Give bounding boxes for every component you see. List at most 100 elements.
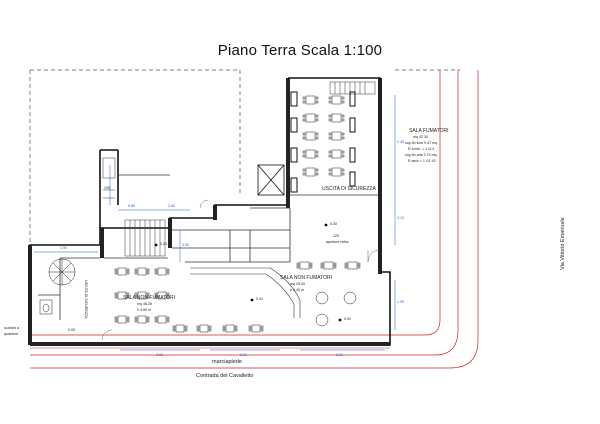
dim-3: 2.60 xyxy=(168,204,175,208)
chair xyxy=(172,328,176,332)
table xyxy=(175,324,185,333)
chair xyxy=(114,295,118,299)
chair xyxy=(302,118,306,122)
table xyxy=(157,315,167,324)
chair xyxy=(341,136,345,140)
table xyxy=(331,131,342,141)
chair xyxy=(328,132,332,136)
chair xyxy=(260,328,264,332)
left-stair xyxy=(124,219,166,257)
chair xyxy=(320,262,324,266)
chair xyxy=(184,328,188,332)
chair xyxy=(126,292,130,296)
tables-sala-non-fumatori-left xyxy=(114,267,264,333)
sala-fumatori-label: SALA FUMATORI xyxy=(409,128,449,134)
table xyxy=(117,267,127,276)
chair xyxy=(114,271,118,275)
spiral-stair xyxy=(48,258,76,286)
elevation-markers xyxy=(154,223,342,322)
sala-fumatori-line-2: R.Il.min. = 1 /4.4 xyxy=(408,147,435,151)
chair xyxy=(328,154,332,158)
elevation-left: 0.00 xyxy=(68,328,75,332)
table xyxy=(331,167,342,177)
chair xyxy=(341,96,345,100)
chair xyxy=(134,268,138,272)
chair xyxy=(341,100,345,104)
chair xyxy=(333,265,337,269)
chair xyxy=(341,168,345,172)
dim-6: 3.23 xyxy=(156,353,163,357)
chair xyxy=(315,172,319,176)
chair xyxy=(302,132,306,136)
street-bottom-label: Contrada del Cavalletto xyxy=(196,373,254,379)
chair xyxy=(315,118,319,122)
uscita-sicurezza-left: USCITA DI SICUREZZA xyxy=(84,280,88,319)
table xyxy=(137,315,147,324)
chair xyxy=(166,271,170,275)
chair xyxy=(172,325,176,329)
chair xyxy=(146,268,150,272)
sala-nf-right-height: h 4.40 m xyxy=(290,288,304,292)
table xyxy=(331,95,342,105)
chair xyxy=(309,262,313,266)
chair xyxy=(296,262,300,266)
chair xyxy=(341,114,345,118)
chair xyxy=(341,150,345,154)
chair xyxy=(328,150,332,154)
sala-fumatori-area: mq 42.30 xyxy=(413,135,428,139)
property-boundary xyxy=(29,69,460,345)
chair xyxy=(302,172,306,176)
chair xyxy=(302,96,306,100)
uscita-sicurezza-top: USCITA DI SICUREZZA xyxy=(322,186,376,192)
tables-sala-fumatori xyxy=(302,95,345,177)
elevation-bar: 0.41 xyxy=(256,297,263,301)
chair xyxy=(341,132,345,136)
chair xyxy=(260,325,264,329)
chair xyxy=(315,132,319,136)
elevator-shaft xyxy=(257,164,285,196)
table xyxy=(137,267,147,276)
table xyxy=(199,324,209,333)
elevation-top: 0.00 xyxy=(330,222,337,226)
chair xyxy=(302,136,306,140)
chair xyxy=(302,154,306,158)
table xyxy=(157,267,167,276)
table xyxy=(305,149,316,159)
chair xyxy=(320,265,324,269)
chair xyxy=(315,100,319,104)
benches xyxy=(290,91,356,193)
sala-nf-left-height: h 4.80 m xyxy=(137,308,151,312)
chair xyxy=(234,325,238,329)
room-105-label: 105 xyxy=(104,186,110,190)
apertura-label: aperture netta xyxy=(326,240,349,244)
apertura-value: 120 xyxy=(333,234,339,238)
chair xyxy=(154,292,158,296)
chair xyxy=(114,319,118,323)
chair xyxy=(328,136,332,140)
chair xyxy=(328,172,332,176)
chair xyxy=(248,325,252,329)
dim-7: 3.21 xyxy=(240,353,247,357)
chair xyxy=(302,168,306,172)
chair xyxy=(166,295,170,299)
chair xyxy=(146,292,150,296)
chair xyxy=(208,328,212,332)
table xyxy=(299,261,310,270)
chair xyxy=(134,316,138,320)
table xyxy=(323,261,334,270)
table xyxy=(331,113,342,123)
wc xyxy=(39,299,53,315)
chair xyxy=(146,271,150,275)
chair xyxy=(234,328,238,332)
chair xyxy=(357,262,361,266)
table xyxy=(305,131,316,141)
chair xyxy=(315,150,319,154)
table xyxy=(117,315,127,324)
chair xyxy=(166,316,170,320)
sidewalk-label: marciapiede xyxy=(212,359,242,365)
street-right-label: Via Vittorio Emanuele xyxy=(560,217,566,270)
chair xyxy=(328,114,332,118)
table xyxy=(347,261,358,270)
